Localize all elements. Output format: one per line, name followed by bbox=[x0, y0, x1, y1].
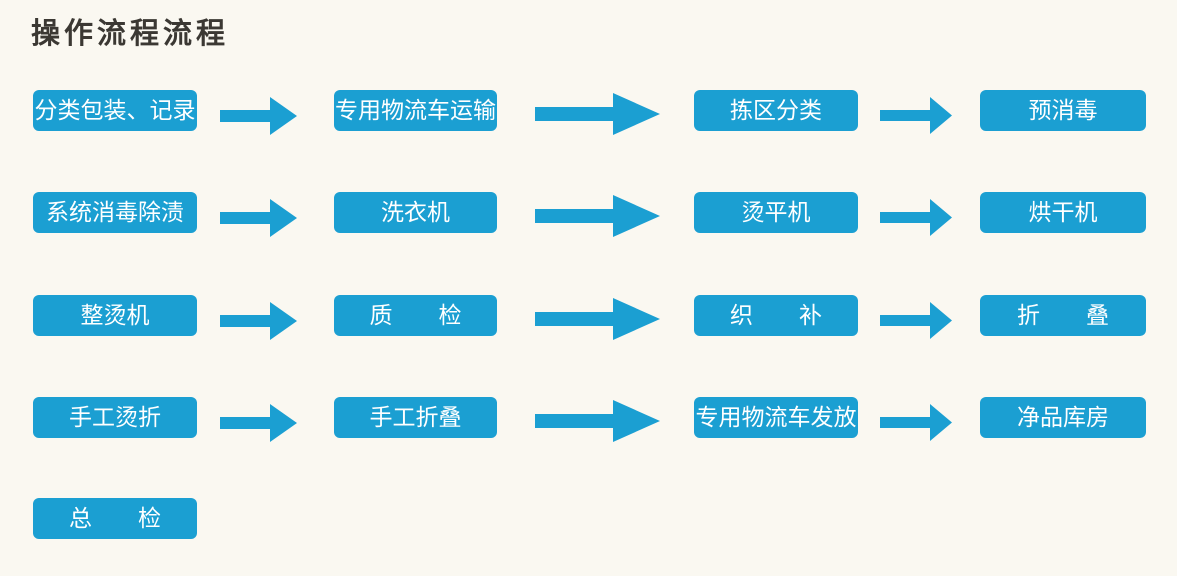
flow-arrow-icon bbox=[535, 298, 660, 340]
flow-node: 净品库房 bbox=[980, 397, 1146, 438]
flow-arrow-icon bbox=[880, 404, 952, 441]
flow-node: 整烫机 bbox=[33, 295, 197, 336]
flow-node: 折 叠 bbox=[980, 295, 1146, 336]
flow-arrow-icon bbox=[880, 199, 952, 236]
flow-arrow-icon bbox=[535, 400, 660, 442]
flow-arrow-icon bbox=[535, 93, 660, 135]
flow-arrow-icon bbox=[220, 404, 297, 442]
flow-arrow-icon bbox=[535, 195, 660, 237]
flow-arrow-icon bbox=[220, 302, 297, 340]
flow-node: 织 补 bbox=[694, 295, 858, 336]
flow-row: 系统消毒除渍 洗衣机 烫平机 烘干机 bbox=[0, 192, 1177, 237]
flow-node: 系统消毒除渍 bbox=[33, 192, 197, 233]
flow-arrow-icon bbox=[220, 199, 297, 237]
flow-node: 专用物流车发放 bbox=[694, 397, 858, 438]
flow-node: 拣区分类 bbox=[694, 90, 858, 131]
flow-node: 预消毒 bbox=[980, 90, 1146, 131]
flow-node: 手工折叠 bbox=[334, 397, 497, 438]
flow-row: 分类包装、记录 专用物流车运输 拣区分类 预消毒 bbox=[0, 90, 1177, 135]
flow-node: 手工烫折 bbox=[33, 397, 197, 438]
flow-node: 分类包装、记录 bbox=[33, 90, 197, 131]
flow-arrow-icon bbox=[880, 97, 952, 134]
flow-row: 整烫机 质 检 织 补 折 叠 bbox=[0, 295, 1177, 340]
flow-arrow-icon bbox=[880, 302, 952, 339]
flow-row: 总 检 bbox=[0, 498, 1177, 539]
flow-node: 洗衣机 bbox=[334, 192, 497, 233]
flow-node: 质 检 bbox=[334, 295, 497, 336]
flow-row: 手工烫折 手工折叠 专用物流车发放 净品库房 bbox=[0, 397, 1177, 442]
flow-node: 总 检 bbox=[33, 498, 197, 539]
page-title: 操作流程流程 bbox=[31, 18, 230, 50]
flow-node: 专用物流车运输 bbox=[334, 90, 497, 131]
flow-node: 烘干机 bbox=[980, 192, 1146, 233]
flow-arrow-icon bbox=[220, 97, 297, 135]
flow-node: 烫平机 bbox=[694, 192, 858, 233]
